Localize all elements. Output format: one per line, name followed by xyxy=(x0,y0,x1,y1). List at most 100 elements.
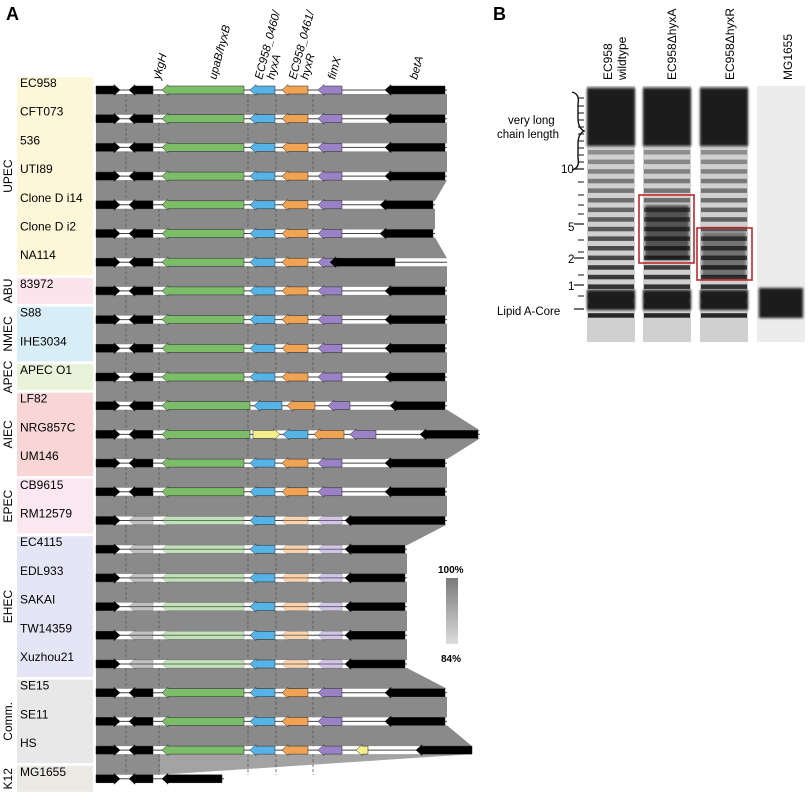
lipid-band xyxy=(700,290,748,310)
gene-arrow xyxy=(249,514,276,527)
gene-arrow xyxy=(384,83,446,97)
gel-lane xyxy=(587,86,635,342)
gene-row xyxy=(95,457,447,470)
gel-band xyxy=(701,284,747,289)
faded-genes xyxy=(128,198,343,211)
gel-band xyxy=(644,150,690,155)
gene-arrow xyxy=(95,370,121,384)
gene-arrow xyxy=(249,198,276,211)
gel-band xyxy=(701,150,747,155)
gene-arrow xyxy=(249,629,276,642)
gene-arrow xyxy=(317,629,343,642)
faded-genes xyxy=(128,399,154,412)
gene-arrow xyxy=(128,170,154,183)
gene-arrow xyxy=(128,514,154,527)
gene-row xyxy=(95,600,407,613)
group-band xyxy=(17,679,93,764)
identity-band xyxy=(96,668,447,689)
group-label: AIEC xyxy=(1,420,15,448)
strain-label: EDL933 xyxy=(20,564,64,578)
gene-arrow xyxy=(128,112,154,125)
gene-arrow xyxy=(344,629,406,642)
strain-label: MG1655 xyxy=(20,765,66,779)
gel-lane xyxy=(757,86,805,342)
gene-tracks xyxy=(95,83,480,785)
gene-arrow xyxy=(128,83,154,97)
chain-length-brace xyxy=(571,91,586,171)
gene-arrow xyxy=(317,485,343,498)
gel-band xyxy=(644,313,690,318)
gene-arrow xyxy=(249,313,276,326)
strain-label: EC4115 xyxy=(20,535,63,549)
chain-length-label-2: chain length xyxy=(497,129,559,141)
gene-arrow xyxy=(95,629,121,642)
faded-genes xyxy=(128,256,343,269)
gene-arrow xyxy=(281,370,309,384)
gene-arrow xyxy=(281,629,309,642)
faded-genes xyxy=(128,686,343,699)
gene-arrow xyxy=(327,399,351,412)
gel-band xyxy=(644,198,690,203)
gene-arrow xyxy=(249,170,276,183)
faded-genes xyxy=(128,83,343,97)
gene-arrow xyxy=(253,399,283,412)
gel-band xyxy=(644,265,690,270)
strain-label: 536 xyxy=(20,133,40,147)
gene-arrow xyxy=(128,428,154,441)
group-label: EPEC xyxy=(1,489,15,522)
identity-band xyxy=(96,495,447,517)
gel-band xyxy=(701,217,747,222)
gene-arrow xyxy=(281,170,309,183)
faded-genes xyxy=(128,170,343,183)
legend-gradient-bar xyxy=(446,578,458,644)
panel-a: UPECABUNMECAPECAIECEPECEHECComm.K12EC958… xyxy=(1,76,480,792)
identity-band xyxy=(96,696,447,718)
gene-arrow xyxy=(281,715,309,728)
gene-arrow xyxy=(384,284,446,297)
strain-label: RM12579 xyxy=(20,507,72,521)
gel-band xyxy=(701,159,747,165)
identity-band xyxy=(96,467,447,488)
gene-arrow xyxy=(281,342,309,355)
faded-genes xyxy=(128,284,343,297)
gene-row xyxy=(95,198,435,211)
identity-band xyxy=(96,323,447,345)
gene-arrow xyxy=(249,657,276,671)
gene-arrow xyxy=(161,342,245,355)
gene-row xyxy=(95,686,447,699)
gene-arrow xyxy=(281,744,309,757)
gene-arrow xyxy=(355,744,369,757)
gene-arrow xyxy=(95,141,121,154)
strain-label: UTI89 xyxy=(20,162,53,176)
faded-genes xyxy=(128,485,343,498)
faded-genes xyxy=(128,715,343,728)
gene-row xyxy=(95,170,447,183)
gel-band xyxy=(588,255,634,261)
gene-arrow xyxy=(317,543,343,556)
gel-band xyxy=(644,274,690,280)
gene-arrow xyxy=(128,284,154,297)
gene-arrow xyxy=(128,772,154,785)
gene-arrow xyxy=(249,370,276,384)
gene-arrow xyxy=(344,657,406,671)
strain-label: EC958 xyxy=(20,76,57,90)
gene-arrow xyxy=(317,227,343,240)
gene-arrow xyxy=(161,284,245,297)
gene-arrow xyxy=(161,170,245,183)
gene-row xyxy=(95,112,447,125)
gene-arrow xyxy=(317,170,343,183)
faded-genes xyxy=(128,457,343,470)
gene-arrow xyxy=(384,112,446,125)
gene-arrow xyxy=(317,457,343,470)
gene-arrow xyxy=(344,514,446,527)
faded-genes xyxy=(128,141,343,154)
gene-arrow xyxy=(281,256,309,269)
gene-arrow xyxy=(95,772,121,785)
lipid-band xyxy=(587,290,635,310)
gene-arrow xyxy=(317,313,343,326)
strain-label: S88 xyxy=(20,306,42,320)
gene-arrow xyxy=(281,198,309,211)
gene-arrow xyxy=(95,428,121,441)
gene-arrow xyxy=(161,227,245,240)
gene-arrow xyxy=(281,686,309,699)
